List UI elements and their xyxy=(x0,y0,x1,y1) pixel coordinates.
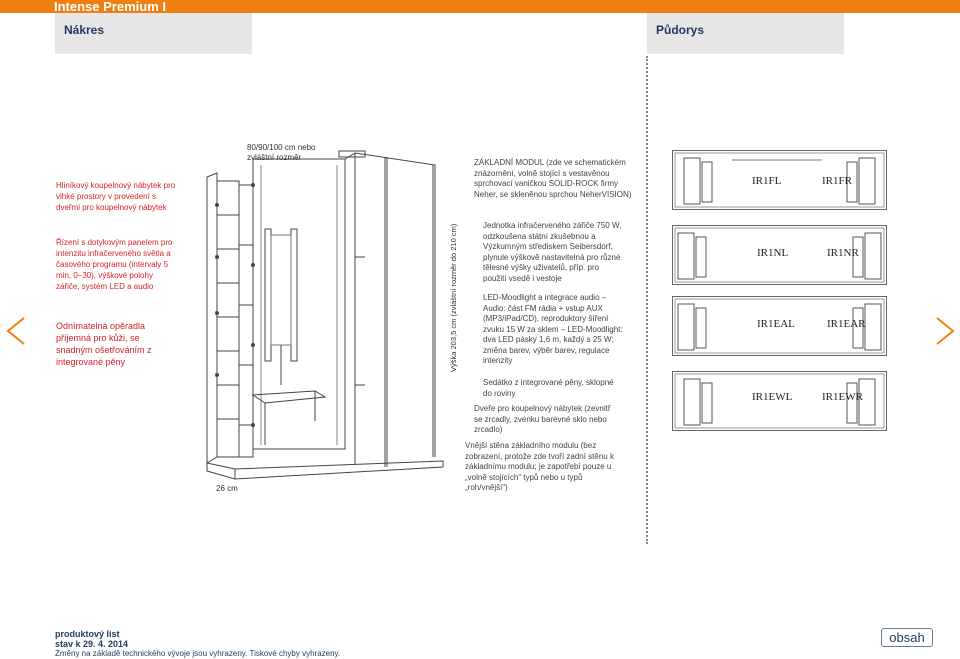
section-tab-drawing xyxy=(55,13,252,54)
plan-label-ir1nr: IR1NR xyxy=(827,247,859,259)
plan-label-ir1fr: IR1FR xyxy=(822,175,852,187)
plan-label-ir1ewr: IR1EWR xyxy=(822,391,863,403)
annotation-door: Dveře pro koupelnový nábytek (zevnitř se… xyxy=(474,404,611,434)
plan-label-ir1nl: IR1NL xyxy=(757,247,789,259)
dimension-depth: 26 cm xyxy=(216,484,238,493)
plan-label-ir1eal: IR1EAL xyxy=(757,318,795,330)
floor-plan-ew-drawing xyxy=(672,371,887,431)
plan-label-ir1ewl: IR1EWL xyxy=(752,391,793,403)
section-label-floorplan: Půdorys xyxy=(656,23,705,37)
floor-plan-n-drawing xyxy=(672,225,887,285)
annotation-base-module: ZÁKLADNÍ MODUL (zde ve schematickém znáz… xyxy=(474,158,632,199)
description-furniture: Hliníkový koupelnový nábytek pro vlhké p… xyxy=(56,181,176,212)
footer: produktový list stav k 29. 4. 2014 Změny… xyxy=(55,629,340,659)
annotation-led-audio: LED-Moodlight a integrace audio – Audio:… xyxy=(483,293,623,365)
annotation-seat: Sedátko z integrované pěny, sklopné do r… xyxy=(483,378,614,398)
floor-plan-f-drawing xyxy=(672,150,887,210)
page-title: Intense Premium I xyxy=(54,0,166,14)
floor-plan-ew: IR1EWL IR1EWR xyxy=(672,371,887,431)
dimension-width: 80/90/100 cm nebo zvláštní rozměr xyxy=(247,143,316,162)
description-control-panel: Řízení s dotykovým panelem pro intenzitu… xyxy=(56,238,173,291)
floor-plan-ea: IR1EAL IR1EAR xyxy=(672,296,887,356)
plan-label-ir1fl: IR1FL xyxy=(752,175,782,187)
contents-button[interactable]: obsah xyxy=(881,628,933,647)
chevron-right-icon[interactable] xyxy=(934,316,956,346)
description-backrest: Odnímatelná opěradla příjemná pro kůži, … xyxy=(56,321,152,367)
floor-plan-n: IR1NL IR1NR xyxy=(672,225,887,285)
section-divider xyxy=(646,56,648,544)
annotation-ir-emitter: Jednotka infračerveného zářiče 750 W, od… xyxy=(483,221,622,283)
footer-doc-type: produktový list xyxy=(55,629,120,639)
floor-plan-ea-drawing xyxy=(672,296,887,356)
section-label-drawing: Nákres xyxy=(64,23,105,37)
annotation-outer-wall: Vnější stěna základního modulu (bez zobr… xyxy=(465,441,614,492)
footer-date: stav k 29. 4. 2014 xyxy=(55,639,129,649)
cabin-technical-drawing xyxy=(206,150,444,480)
chevron-left-icon[interactable] xyxy=(5,316,27,346)
section-tab-floorplan xyxy=(647,13,844,54)
footer-disclaimer: Změny na základě technického vývoje jsou… xyxy=(55,649,341,658)
header-bar xyxy=(0,0,960,13)
plan-label-ir1ear: IR1EAR xyxy=(827,318,866,330)
floor-plan-f: IR1FL IR1FR xyxy=(672,150,887,210)
